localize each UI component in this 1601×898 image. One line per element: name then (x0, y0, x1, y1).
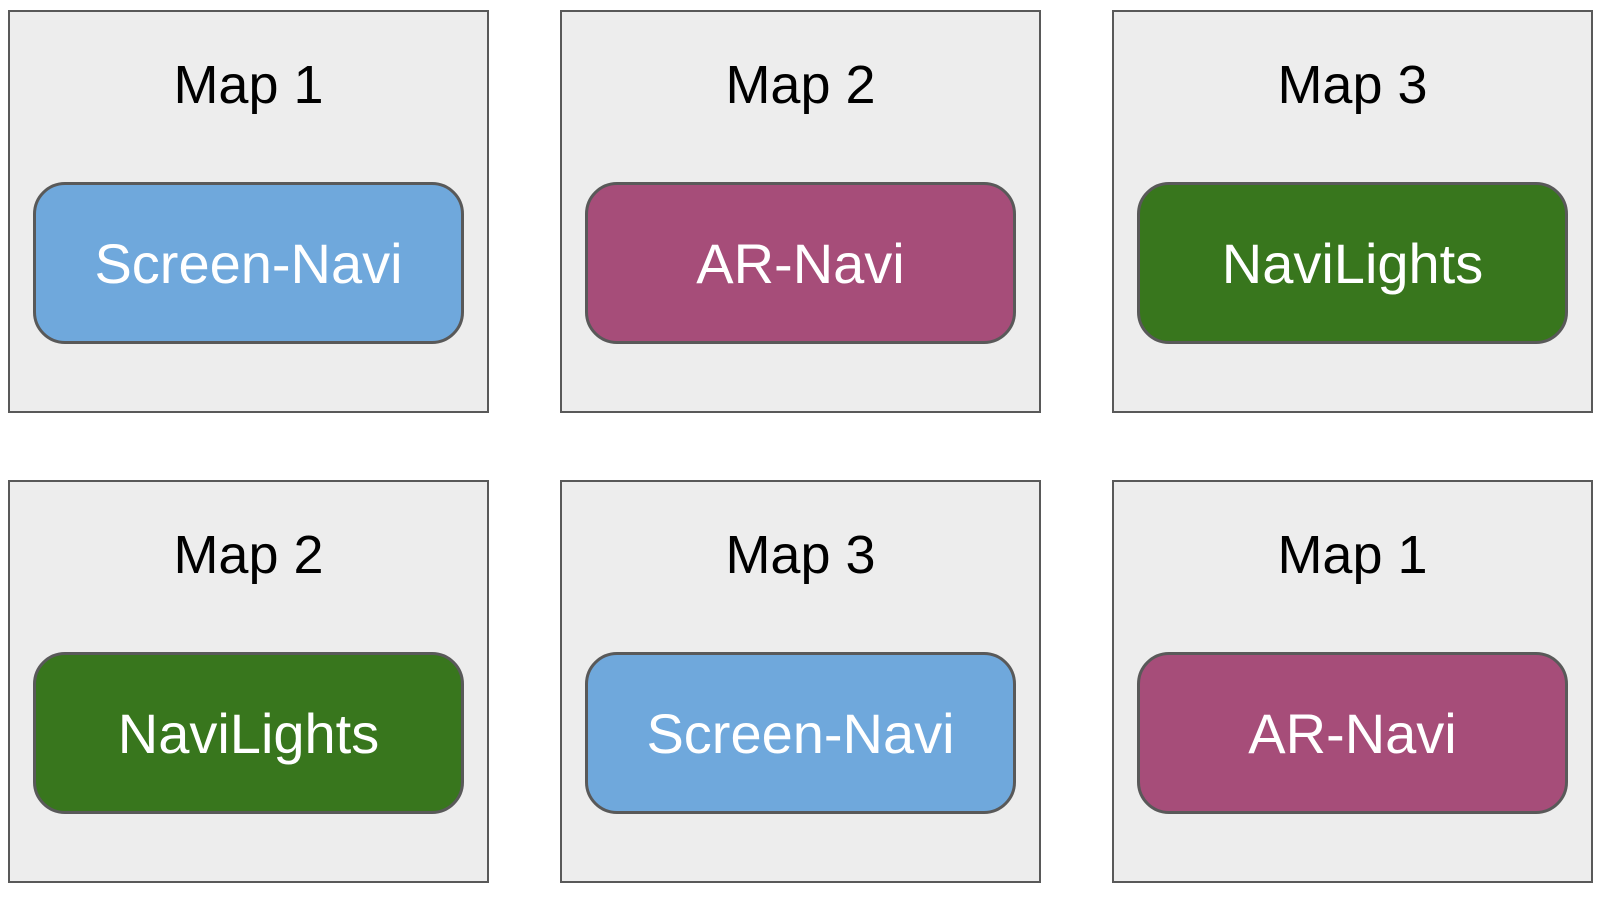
navi-option-label: Screen-Navi (94, 231, 403, 295)
navi-option-label: AR-Navi (1248, 701, 1457, 765)
navi-option-label: NaviLights (1221, 231, 1484, 295)
navi-option-button[interactable]: AR-Navi (1137, 652, 1568, 814)
navi-option-button[interactable]: AR-Navi (585, 182, 1016, 344)
map-title: Map 1 (173, 55, 324, 115)
map-card: Map 3 Screen-Navi (560, 480, 1041, 883)
map-title: Map 2 (725, 55, 876, 115)
map-card-grid: Map 1 Screen-Navi Map 2 AR-Navi Map 3 Na… (8, 10, 1593, 883)
navi-option-label: NaviLights (117, 701, 380, 765)
navi-option-button[interactable]: NaviLights (33, 652, 464, 814)
navi-option-label: Screen-Navi (646, 701, 955, 765)
map-title: Map 3 (1277, 55, 1428, 115)
navi-option-label: AR-Navi (696, 231, 905, 295)
navi-option-button[interactable]: Screen-Navi (33, 182, 464, 344)
map-card: Map 1 AR-Navi (1112, 480, 1593, 883)
map-card: Map 2 NaviLights (8, 480, 489, 883)
map-title: Map 1 (1277, 525, 1428, 585)
map-title: Map 3 (725, 525, 876, 585)
navi-option-button[interactable]: NaviLights (1137, 182, 1568, 344)
map-card: Map 1 Screen-Navi (8, 10, 489, 413)
map-title: Map 2 (173, 525, 324, 585)
map-card: Map 2 AR-Navi (560, 10, 1041, 413)
navi-option-button[interactable]: Screen-Navi (585, 652, 1016, 814)
map-card: Map 3 NaviLights (1112, 10, 1593, 413)
